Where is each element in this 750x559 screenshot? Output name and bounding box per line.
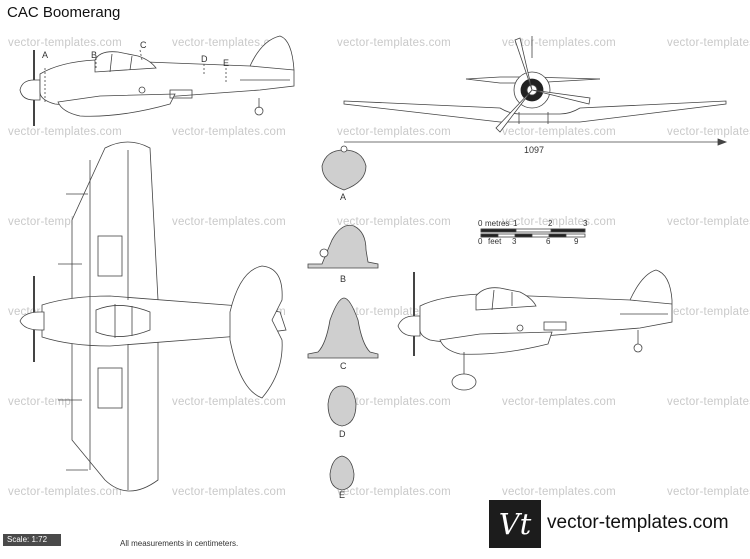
- watermark-text: vector-templates.com: [502, 216, 616, 228]
- station-label-a: A: [42, 50, 48, 60]
- wingspan-value: 1097: [524, 145, 544, 155]
- scale-bar-graphic: [480, 228, 586, 238]
- watermark-text: vector-templates.com: [667, 37, 750, 49]
- watermark-text: vector-templates.com: [8, 126, 122, 138]
- feet-tick-0: 0: [478, 237, 483, 246]
- watermark-text: vector-templates.com: [337, 396, 451, 408]
- watermark-text: vector-templates.com: [337, 216, 451, 228]
- feet-tick-3: 3: [512, 237, 517, 246]
- station-label-b: B: [91, 50, 97, 60]
- watermark-text: vector-templates.com: [8, 486, 122, 498]
- watermark-text: vector-templates.com: [667, 396, 750, 408]
- cross-sections: [307, 145, 379, 491]
- metres-tick-2: 2: [548, 219, 553, 228]
- station-label-e: E: [223, 58, 229, 68]
- page-title: CAC Boomerang: [7, 4, 121, 21]
- metres-tick-0: 0: [478, 219, 483, 228]
- watermark-text: vector-templates.com: [667, 486, 750, 498]
- watermark-text: vector-templates.com: [337, 486, 451, 498]
- watermark-text: vector-templates.com: [172, 396, 286, 408]
- side-view-station-labels: A B C D E: [42, 40, 229, 68]
- feet-label: feet: [488, 237, 502, 246]
- watermark-text: vector-templates.com: [337, 37, 451, 49]
- watermark-text: vector-templates.com: [337, 126, 451, 138]
- section-label-b: B: [340, 274, 346, 284]
- watermark-text: vector-templates.com: [502, 126, 616, 138]
- station-label-d: D: [201, 54, 208, 64]
- section-label-e: E: [339, 490, 345, 500]
- watermark-text: vector-templates.com: [667, 306, 750, 318]
- feet-tick-9: 9: [574, 237, 579, 246]
- watermark-text: vector-templates.com: [502, 486, 616, 498]
- watermark-text: vector-templates.com: [172, 126, 286, 138]
- brand-logo: Vt: [489, 500, 541, 548]
- front-view: [343, 36, 728, 146]
- metres-tick-3: 3: [583, 219, 588, 228]
- station-label-c: C: [140, 40, 147, 50]
- side-view-gear-down: [397, 269, 673, 391]
- watermark-text: vector-templates.com: [502, 396, 616, 408]
- section-d-shape: [327, 385, 357, 427]
- watermark-text: vector-templates.com: [172, 486, 286, 498]
- section-label-c: C: [340, 361, 347, 371]
- watermark-text: vector-templates.com: [172, 37, 286, 49]
- section-labels: A B C D E: [339, 192, 347, 500]
- section-label-d: D: [339, 429, 346, 439]
- metres-label: metres: [485, 219, 509, 228]
- section-b-shape: [307, 224, 379, 269]
- measurement-note: All measurements in centimeters.: [120, 539, 239, 548]
- watermark-text: vector-templates.com: [667, 216, 750, 228]
- brand-name: vector-templates.com: [547, 512, 729, 533]
- watermark-text: vector-templates.com: [8, 37, 122, 49]
- watermark-text: vector-templates.com: [172, 216, 286, 228]
- top-view: [19, 141, 287, 492]
- section-e-shape: [329, 455, 355, 491]
- section-c-shape: [307, 297, 379, 359]
- section-a-shape: [321, 149, 367, 191]
- section-label-a: A: [340, 192, 346, 202]
- scale-bar-labels: 0 metres 1 2 3 0 feet 3 6 9: [478, 219, 588, 246]
- watermark-text: vector-templates.com: [502, 37, 616, 49]
- metres-tick-1: 1: [513, 219, 518, 228]
- feet-tick-6: 6: [546, 237, 551, 246]
- side-view: [19, 35, 295, 126]
- watermark-text: vector-templates.com: [667, 126, 750, 138]
- scale-badge: Scale: 1:72: [3, 534, 61, 546]
